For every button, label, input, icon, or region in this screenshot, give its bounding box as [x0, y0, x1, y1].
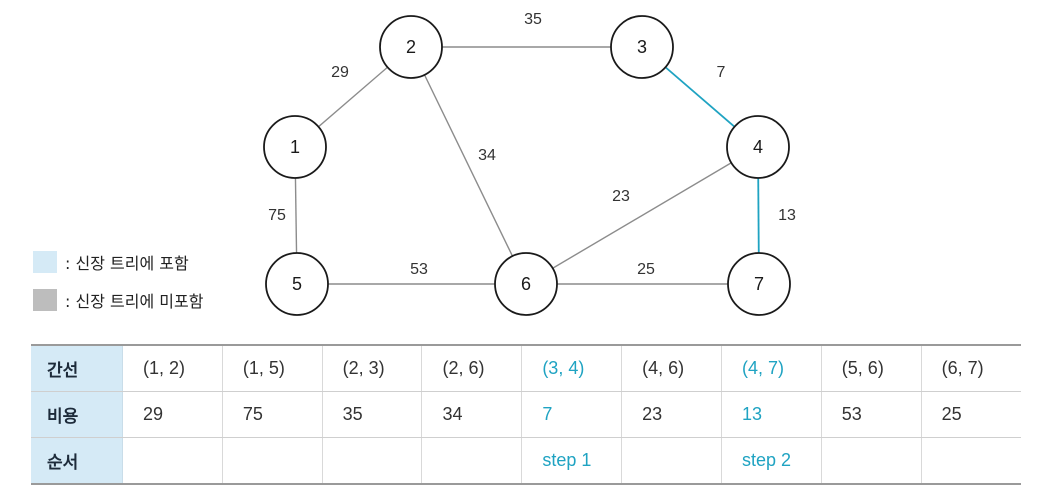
legend-included-swatch	[33, 251, 57, 273]
cell-cost-3: 35	[322, 391, 423, 438]
cell-edge-7: (4, 7)	[721, 344, 822, 392]
node-circle-3	[610, 15, 674, 79]
node-circle-2	[379, 15, 443, 79]
node-7: 7	[727, 252, 791, 316]
cell-order-2	[222, 437, 323, 485]
edge-weight-3-4: 7	[717, 64, 726, 81]
cell-edge-3: (2, 3)	[322, 344, 423, 392]
cell-edge-4: (2, 6)	[421, 344, 523, 392]
node-1: 1	[263, 115, 327, 179]
edge-weight-4-6: 23	[612, 188, 630, 205]
cell-cost-5: 7	[521, 391, 623, 438]
cell-order-3	[322, 437, 423, 485]
row-header-edge: 간선	[31, 344, 123, 392]
cell-edge-6: (4, 6)	[621, 344, 722, 392]
legend-included-label: : 신장 트리에 포함	[65, 254, 189, 273]
node-4: 4	[726, 115, 790, 179]
node-5: 5	[265, 252, 329, 316]
cell-order-7: step 2	[721, 437, 822, 485]
node-circle-7	[727, 252, 791, 316]
node-circle-5	[265, 252, 329, 316]
cell-cost-7: 13	[721, 391, 822, 438]
edge-weight-4-7: 13	[778, 207, 796, 224]
cell-cost-9: 25	[921, 391, 1021, 438]
cell-order-5: step 1	[521, 437, 623, 485]
cell-order-1	[122, 437, 223, 485]
legend-included: : 신장 트리에 포함	[33, 250, 189, 274]
edge-weight-2-3: 35	[524, 11, 542, 28]
row-header-cost: 비용	[31, 391, 123, 438]
node-2: 2	[379, 15, 443, 79]
cell-order-9	[921, 437, 1021, 485]
edge-weight-1-5: 75	[268, 207, 286, 224]
node-label-7: 7	[754, 274, 764, 294]
node-3: 3	[610, 15, 674, 79]
edge-layer	[294, 46, 760, 285]
edge-weight-6-7: 25	[637, 261, 655, 278]
edge-weight-5-6: 53	[410, 261, 428, 278]
cell-order-4	[421, 437, 523, 485]
row-header-order: 순서	[31, 437, 123, 485]
node-label-6: 6	[521, 274, 531, 294]
cell-cost-4: 34	[421, 391, 523, 438]
cell-cost-6: 23	[621, 391, 722, 438]
cell-cost-1: 29	[122, 391, 223, 438]
node-label-1: 1	[290, 137, 300, 157]
node-6: 6	[494, 252, 558, 316]
edge-weight-2-6: 34	[478, 147, 496, 164]
node-label-5: 5	[292, 274, 302, 294]
edge-cost-table: 간선 (1, 2)(1, 5)(2, 3)(2, 6)(3, 4)(4, 6)(…	[31, 344, 1021, 485]
node-circle-6	[494, 252, 558, 316]
cell-cost-8: 53	[821, 391, 922, 438]
edge-4-6	[525, 146, 759, 285]
cell-order-6	[621, 437, 722, 485]
node-label-2: 2	[406, 37, 416, 57]
edge-weight-1-2: 29	[331, 64, 349, 81]
cell-order-8	[821, 437, 922, 485]
table-row-order: 순서 step 1 step 2	[31, 437, 1021, 485]
node-label-4: 4	[753, 137, 763, 157]
node-circle-4	[726, 115, 790, 179]
table-row-edge: 간선 (1, 2)(1, 5)(2, 3)(2, 6)(3, 4)(4, 6)(…	[31, 344, 1021, 392]
cell-cost-2: 75	[222, 391, 323, 438]
legend-excluded-swatch	[33, 289, 57, 311]
legend-excluded: : 신장 트리에 미포함	[33, 288, 203, 312]
cell-edge-5: (3, 4)	[521, 344, 623, 392]
cell-edge-2: (1, 5)	[222, 344, 323, 392]
node-label-3: 3	[637, 37, 647, 57]
cell-edge-9: (6, 7)	[921, 344, 1021, 392]
cell-edge-8: (5, 6)	[821, 344, 922, 392]
cell-edge-1: (1, 2)	[122, 344, 223, 392]
node-circle-1	[263, 115, 327, 179]
legend-excluded-label: : 신장 트리에 미포함	[65, 292, 204, 311]
edge-2-6	[410, 46, 527, 285]
